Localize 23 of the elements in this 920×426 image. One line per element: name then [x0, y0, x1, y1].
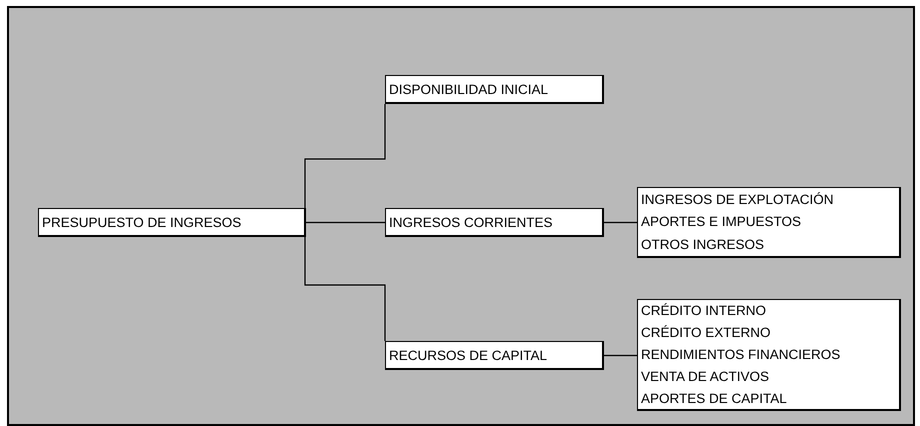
list-item: CRÉDITO INTERNO — [641, 304, 768, 318]
connector-line — [604, 354, 637, 356]
box-label: DISPONIBILIDAD INICIAL — [389, 80, 550, 98]
box-label: RECURSOS DE CAPITAL — [389, 346, 548, 364]
list-box — [637, 187, 901, 258]
box-label: INGRESOS CORRIENTES — [389, 214, 554, 230]
category-box — [385, 341, 604, 370]
list-item: VENTA DE ACTIVOS — [641, 370, 770, 383]
connector-line — [604, 222, 637, 224]
list-item: CRÉDITO EXTERNO — [641, 326, 772, 340]
list-item: RENDIMIENTOS FINANCIEROS — [641, 348, 842, 361]
box-label: PRESUPUESTO DE INGRESOS — [42, 214, 242, 230]
category-box — [38, 208, 306, 237]
list-item: OTROS INGRESOS — [641, 238, 766, 252]
connector-line — [304, 104, 386, 208]
list-item: APORTES E IMPUESTOS — [641, 215, 802, 228]
list-item: APORTES DE CAPITAL — [641, 392, 788, 405]
category-box — [385, 208, 604, 237]
list-item: INGRESOS DE EXPLOTACIÓN — [641, 192, 835, 206]
connector-line — [304, 237, 386, 341]
category-box — [385, 75, 604, 104]
connector-line — [306, 222, 385, 224]
list-box — [637, 299, 901, 411]
